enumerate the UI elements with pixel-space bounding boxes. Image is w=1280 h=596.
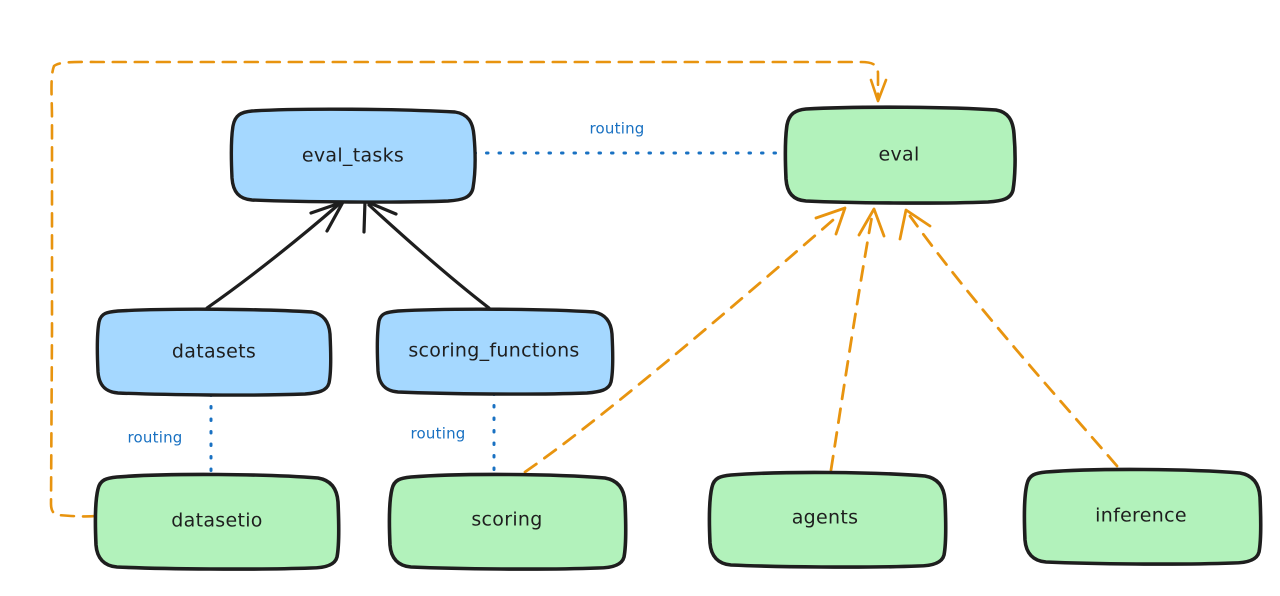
edge-layer (49, 60, 1119, 518)
node-datasets[interactable]: datasets (95, 307, 333, 397)
node-label-eval-tasks: eval_tasks (302, 145, 404, 167)
node-label-datasets: datasets (172, 341, 256, 363)
edge-label-routing-datasets-datasetio: routing (128, 429, 183, 447)
node-label-eval: eval (878, 144, 919, 166)
edge-label-routing-eval-tasks-eval: routing (590, 120, 645, 138)
edge-scoring-functions-eval-tasks[interactable] (362, 199, 491, 310)
node-layer: eval_tasks eval datasets scoring_functio… (93, 105, 1263, 571)
node-label-scoring: scoring (471, 509, 542, 531)
edge-label-layer: routing routing routing (128, 120, 645, 447)
node-scoring-functions[interactable]: scoring_functions (375, 307, 615, 396)
node-inference[interactable]: inference (1022, 467, 1263, 566)
edge-label-routing-scoring-functions-scoring: routing (411, 425, 466, 443)
edge-datasetio-eval[interactable] (49, 60, 888, 518)
node-eval-tasks[interactable]: eval_tasks (229, 107, 477, 204)
edge-inference-eval[interactable] (898, 208, 1119, 468)
edge-agents-eval[interactable] (829, 207, 886, 472)
node-label-inference: inference (1095, 505, 1187, 527)
edge-scoring-eval[interactable] (523, 206, 847, 474)
node-label-datasetio: datasetio (171, 510, 262, 532)
node-label-agents: agents (792, 507, 859, 529)
node-eval[interactable]: eval (783, 105, 1017, 205)
node-label-scoring-functions: scoring_functions (408, 340, 579, 362)
node-datasetio[interactable]: datasetio (93, 472, 341, 571)
node-agents[interactable]: agents (707, 470, 948, 569)
node-scoring[interactable]: scoring (387, 472, 628, 571)
edge-datasets-eval-tasks[interactable] (205, 200, 345, 310)
